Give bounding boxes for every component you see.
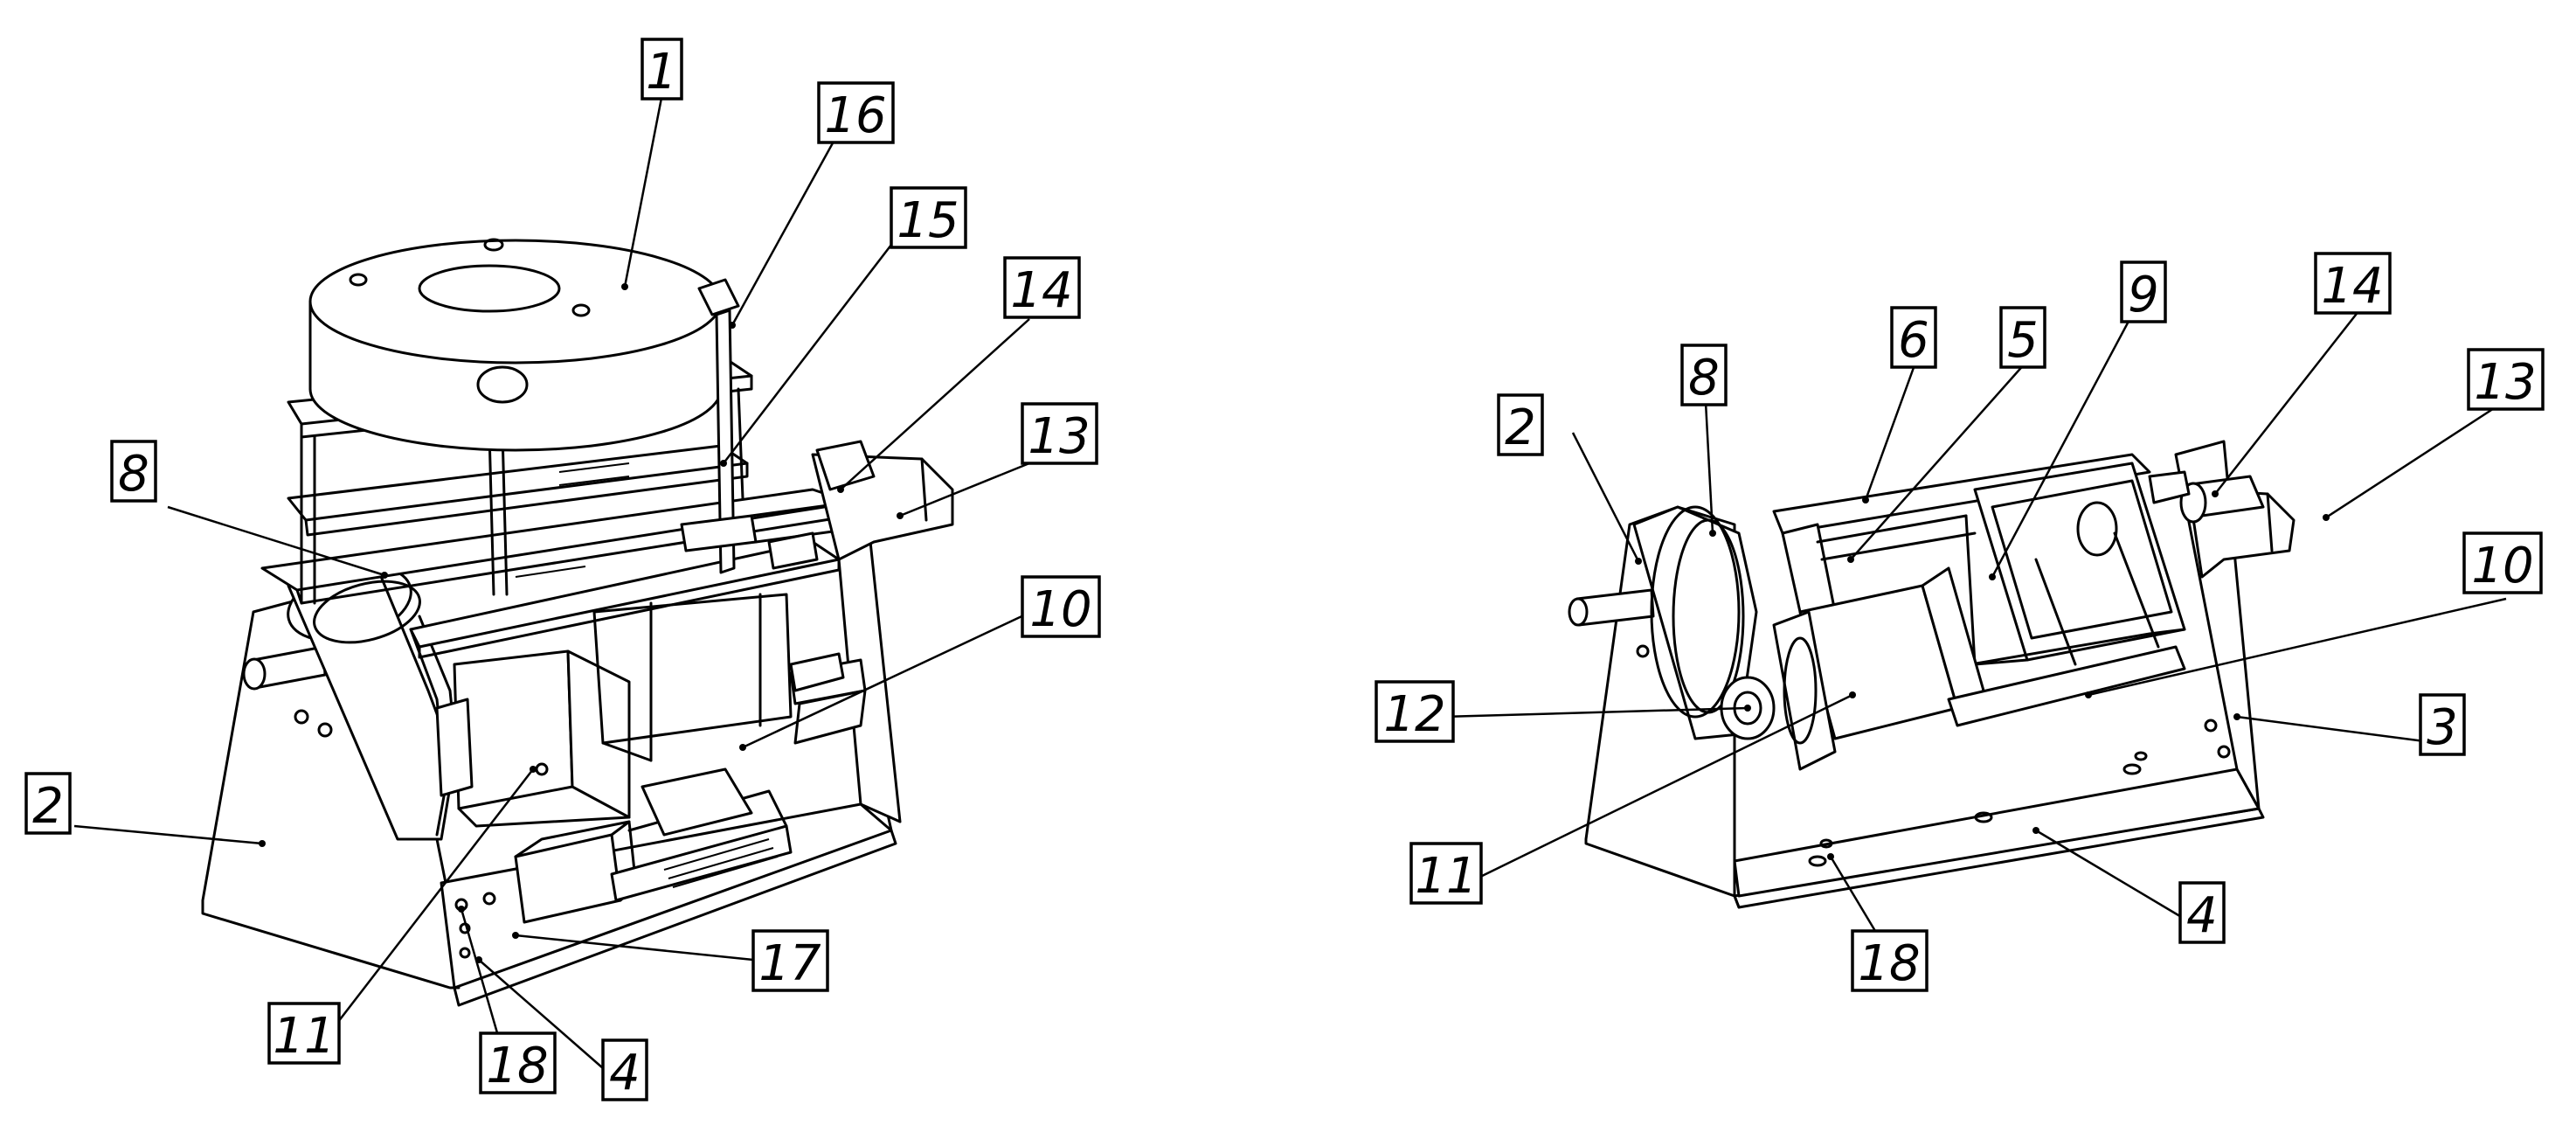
- callout-5: 5: [1999, 306, 2046, 369]
- motor-left: [435, 649, 631, 828]
- rear-connector-left: [811, 440, 954, 561]
- output-shaft-left: [242, 645, 327, 691]
- top-drum-left: [308, 238, 723, 452]
- svg-text:10: 10: [2471, 538, 2533, 594]
- callout-4: 4: [2178, 881, 2226, 944]
- callout-3: 3: [2419, 693, 2466, 756]
- base-tray-right: [1733, 751, 2265, 909]
- svg-text:11: 11: [1415, 848, 1477, 905]
- svg-text:13: 13: [2474, 354, 2536, 411]
- callout-1: 1: [641, 38, 683, 101]
- svg-text:8: 8: [1688, 350, 1720, 406]
- electronics-board: [514, 767, 793, 924]
- svg-text:10: 10: [1029, 581, 1091, 638]
- callout-11: 11: [267, 1002, 341, 1065]
- callouts: 1 16 15 14 13 8 10 2: [24, 38, 2545, 1101]
- svg-text:4: 4: [2186, 887, 2218, 944]
- callout-6: 6: [1890, 306, 1937, 369]
- callout-8: 8: [110, 440, 157, 503]
- svg-text:11: 11: [273, 1008, 335, 1065]
- small-board-left: [767, 531, 845, 692]
- left-assembly-view: [201, 238, 954, 1007]
- callout-13: 13: [1021, 402, 1098, 465]
- svg-text:8: 8: [118, 446, 149, 503]
- svg-text:6: 6: [1898, 312, 1929, 369]
- svg-text:2: 2: [32, 778, 64, 835]
- svg-text:5: 5: [2007, 312, 2039, 369]
- leader-lines: [73, 97, 2507, 1069]
- svg-text:12: 12: [1383, 686, 1445, 743]
- svg-text:4: 4: [609, 1045, 641, 1101]
- output-shaft-right: [1568, 588, 1655, 627]
- callout-18: 18: [479, 1031, 557, 1094]
- callout-2: 2: [1497, 393, 1544, 456]
- callout-11: 11: [1409, 842, 1483, 905]
- svg-text:16: 16: [824, 87, 886, 144]
- svg-text:13: 13: [1028, 408, 1090, 465]
- svg-text:14: 14: [1010, 262, 1072, 319]
- svg-text:1: 1: [646, 44, 677, 101]
- svg-text:2: 2: [1505, 399, 1536, 456]
- right-assembly-view: [1568, 440, 2296, 909]
- sensor-post-left: [680, 278, 854, 574]
- callout-14: 14: [1003, 256, 1081, 319]
- callout-15: 15: [890, 186, 967, 249]
- svg-text:14: 14: [2321, 258, 2383, 315]
- svg-text:18: 18: [486, 1038, 548, 1094]
- callout-18: 18: [1851, 929, 1929, 992]
- callout-10: 10: [1021, 575, 1101, 638]
- rear-connector-right: [2148, 470, 2296, 579]
- callout-8: 8: [1680, 344, 1728, 406]
- callout-4: 4: [601, 1038, 648, 1101]
- callout-2: 2: [24, 772, 72, 835]
- cross-bar-right: [1947, 645, 2186, 727]
- svg-text:17: 17: [758, 935, 821, 992]
- callout-10: 10: [2462, 531, 2543, 594]
- svg-text:18: 18: [1858, 935, 1920, 992]
- pulley-right: [1632, 505, 1758, 740]
- callout-14: 14: [2314, 252, 2392, 315]
- svg-text:15: 15: [897, 192, 959, 249]
- callout-17: 17: [751, 929, 829, 992]
- callout-9: 9: [2120, 260, 2167, 323]
- svg-text:3: 3: [2427, 699, 2458, 756]
- svg-text:9: 9: [2128, 267, 2159, 323]
- callout-13: 13: [2467, 348, 2545, 411]
- callout-12: 12: [1375, 680, 1455, 743]
- callout-16: 16: [817, 81, 895, 144]
